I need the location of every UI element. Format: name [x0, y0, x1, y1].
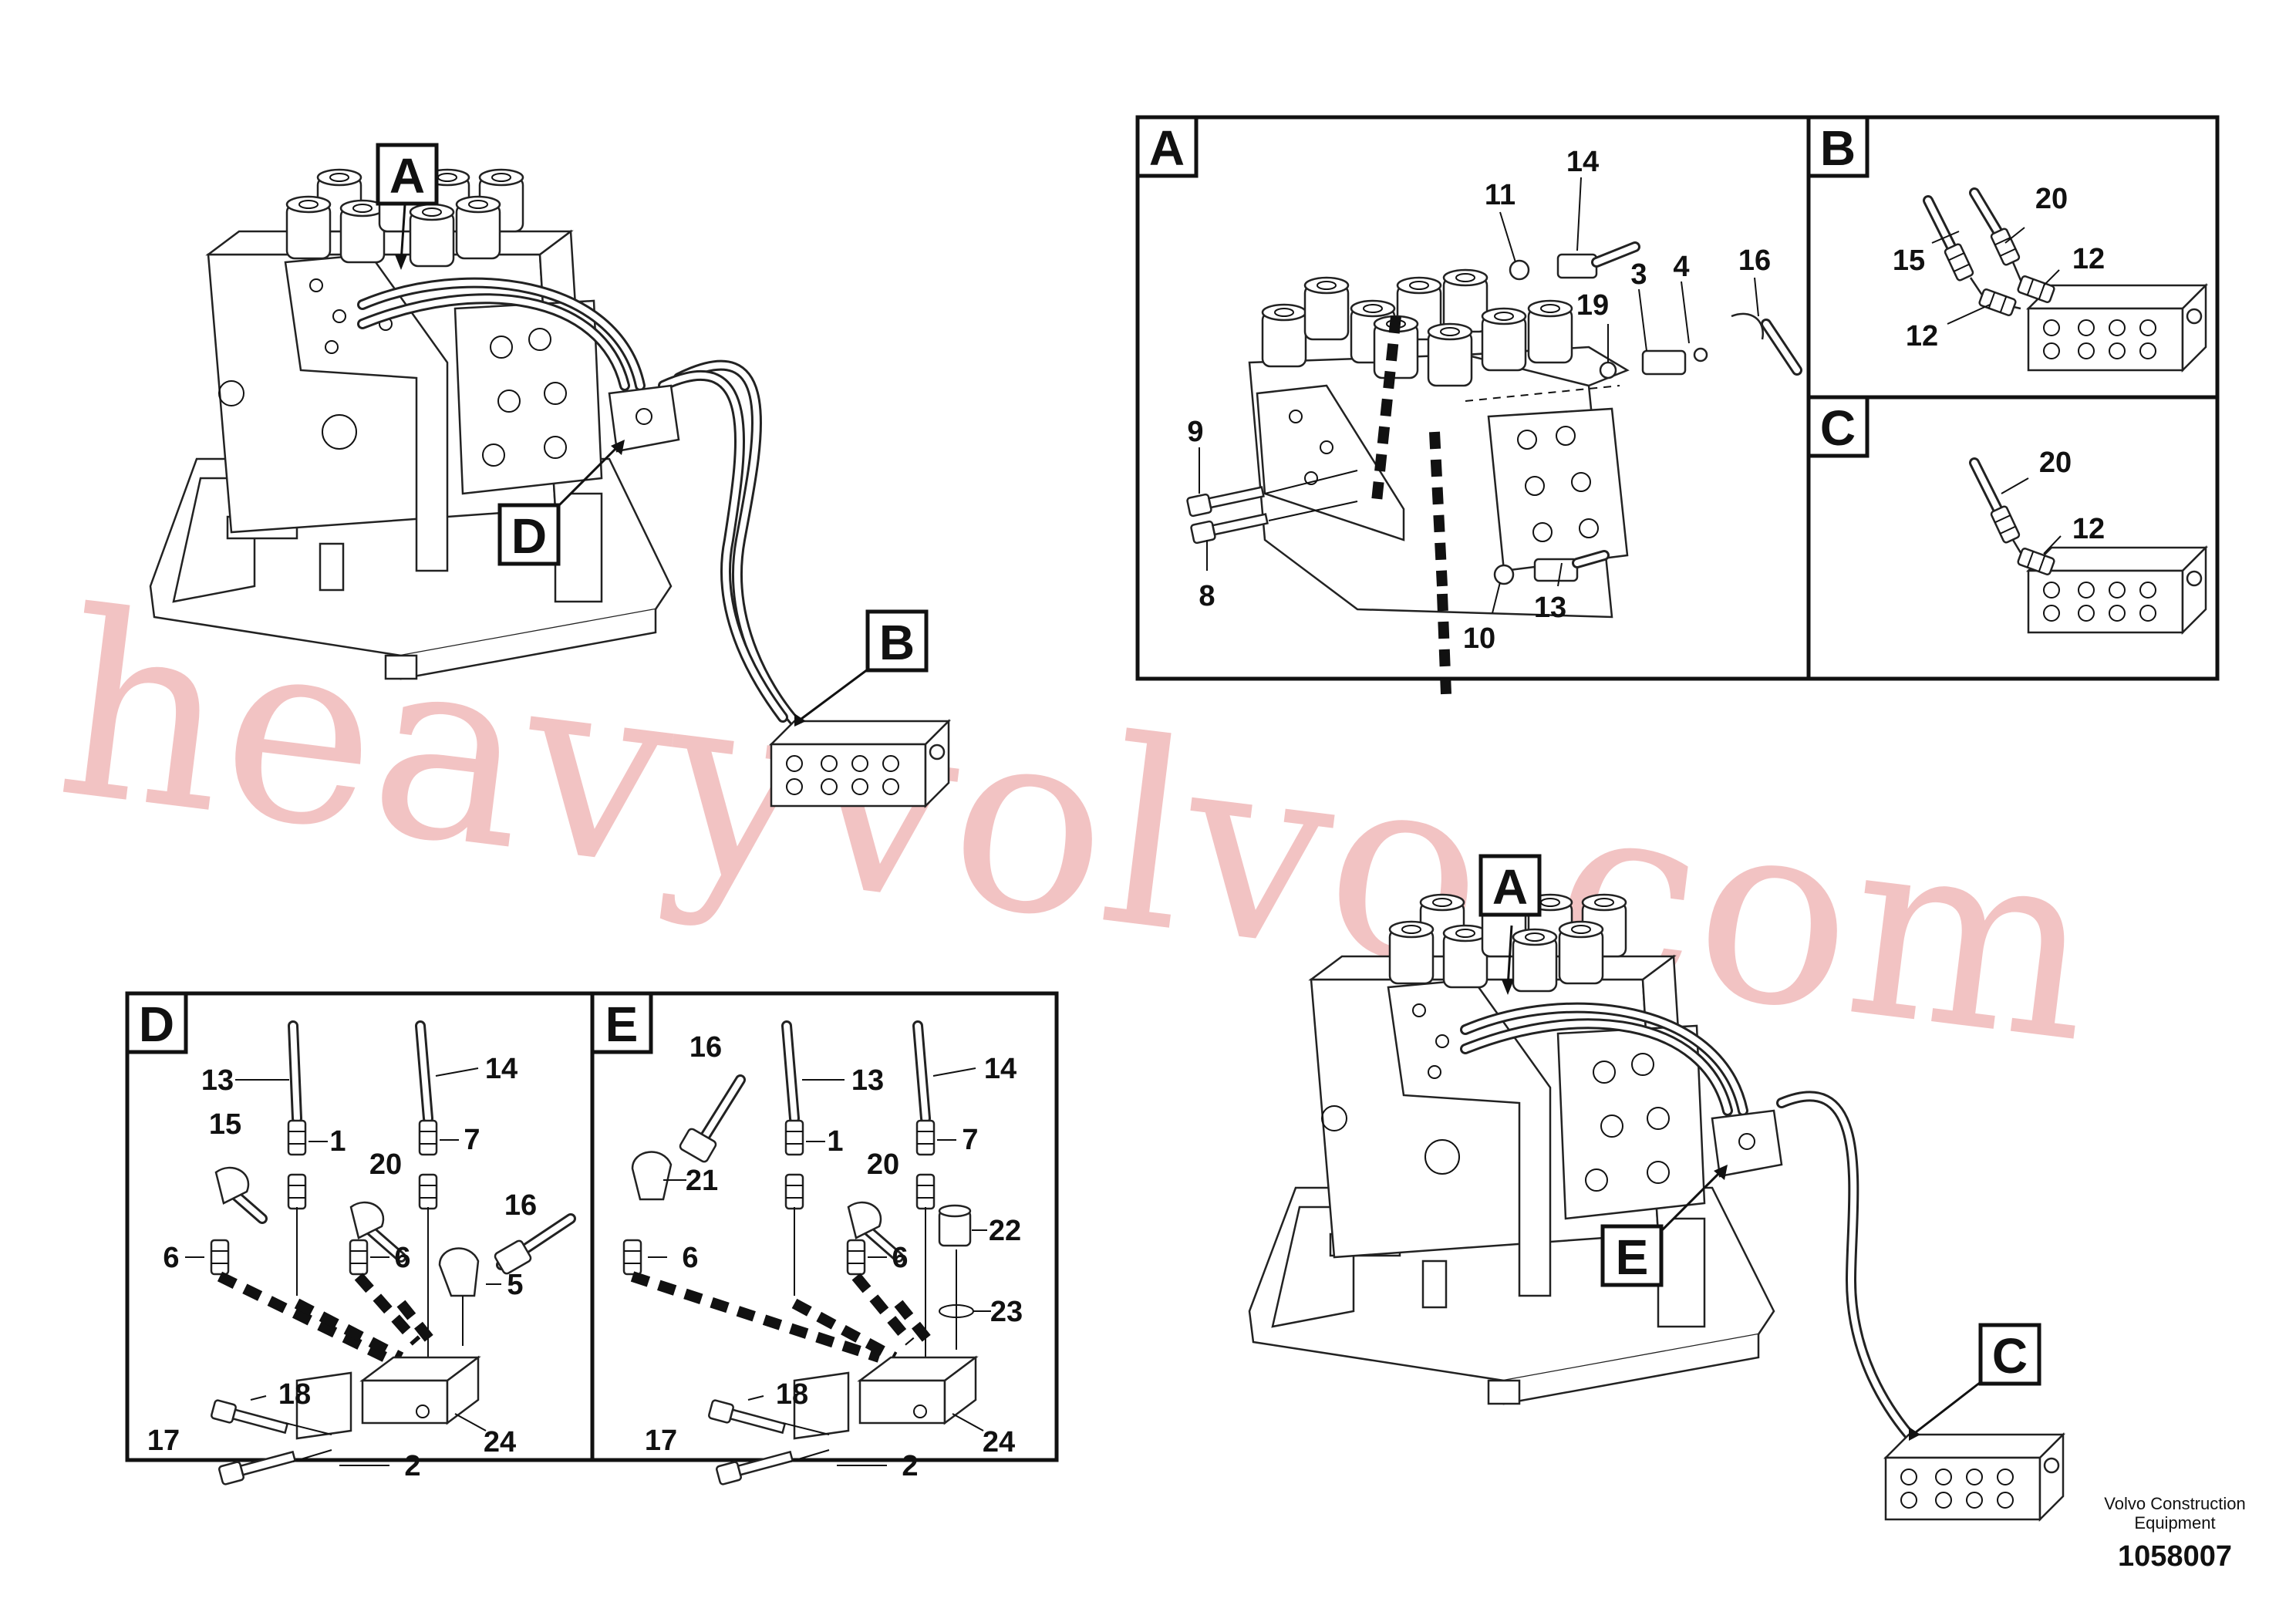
callout-c-2: C — [1992, 1328, 2028, 1384]
panel-d-part-14: 14 — [485, 1053, 518, 1085]
panel-e-part-1: 1 — [827, 1125, 843, 1158]
overview-assembly-2: A E C — [1248, 854, 2065, 1521]
panel-e-part-7: 7 — [962, 1124, 978, 1156]
callout-b-1: B — [879, 615, 915, 670]
panel-d-part-18: 18 — [278, 1378, 311, 1411]
panel-d-part-1: 1 — [329, 1125, 346, 1158]
panel-a-part-10: 10 — [1463, 622, 1495, 655]
panel-e-part-2: 2 — [902, 1450, 918, 1482]
footer-company-line2: Equipment — [2134, 1513, 2215, 1533]
overview-assembly-1: A D B — [149, 143, 950, 808]
panel-a-part-3: 3 — [1630, 258, 1647, 291]
detail-panel-b: B 15 20 12 12 — [1806, 115, 2207, 372]
panel-e-part-22: 22 — [989, 1215, 1021, 1247]
panel-d-part-13: 13 — [201, 1064, 234, 1097]
panel-b-tag: B — [1820, 120, 1856, 176]
panel-e-part-20: 20 — [867, 1148, 899, 1181]
panel-b-part-12-upper: 12 — [2072, 243, 2105, 275]
panel-d-part-6-left: 6 — [163, 1242, 179, 1274]
panel-e-part-21: 21 — [686, 1165, 718, 1197]
panel-e-part-6-right: 6 — [892, 1242, 908, 1274]
panel-d-part-16: 16 — [504, 1189, 537, 1222]
footer-company-line1: Volvo Construction — [2104, 1494, 2245, 1513]
panel-e-part-17: 17 — [645, 1425, 677, 1457]
panel-d-part-24: 24 — [484, 1426, 516, 1458]
panel-c-part-20: 20 — [2039, 447, 2072, 479]
panel-b-part-15: 15 — [1893, 244, 1925, 277]
panel-a-part-19: 19 — [1576, 289, 1609, 322]
panel-e-part-14: 14 — [984, 1053, 1017, 1085]
callout-d-1: D — [511, 508, 547, 564]
panel-d-part-15: 15 — [209, 1108, 241, 1141]
panel-d-tag: D — [139, 996, 174, 1052]
panel-a-part-13: 13 — [1534, 592, 1566, 624]
panel-c-tag: C — [1820, 400, 1856, 456]
panel-d-part-20: 20 — [369, 1148, 402, 1181]
panel-a-part-11: 11 — [1485, 179, 1515, 211]
callout-a-1: A — [389, 148, 425, 204]
detail-panel-c: C 20 12 — [1806, 395, 2207, 634]
callout-e-2: E — [1616, 1229, 1649, 1285]
panel-d-part-5: 5 — [507, 1269, 523, 1301]
panel-b-part-12-lower: 12 — [1906, 320, 1938, 352]
panel-e-tag: E — [605, 996, 639, 1052]
panel-b-part-20: 20 — [2035, 183, 2068, 215]
panel-d-part-7: 7 — [464, 1124, 480, 1156]
panel-c-part-12: 12 — [2072, 513, 2105, 545]
panel-e-part-13: 13 — [851, 1064, 884, 1097]
footer-drawing-number: 1058007 — [2118, 1540, 2232, 1573]
detail-panel-d: D — [125, 991, 576, 1486]
panel-e-part-24: 24 — [983, 1426, 1015, 1458]
panel-a-part-14: 14 — [1566, 146, 1599, 178]
panel-a-part-4: 4 — [1673, 251, 1689, 283]
panel-e-part-6-left: 6 — [682, 1242, 698, 1274]
panel-a-tag: A — [1149, 120, 1185, 176]
callout-a-2: A — [1492, 859, 1528, 915]
panel-d-part-2: 2 — [404, 1450, 420, 1482]
panel-d-part-6-right: 6 — [394, 1242, 410, 1274]
panel-e-part-18: 18 — [776, 1378, 808, 1411]
panel-a-part-9: 9 — [1187, 416, 1203, 448]
panel-a-part-16: 16 — [1738, 244, 1771, 277]
panel-d-part-17: 17 — [147, 1425, 180, 1457]
detail-panel-e: E — [590, 991, 1023, 1486]
detail-panel-a: A — [1135, 115, 1802, 695]
panel-e-part-16: 16 — [689, 1031, 722, 1064]
panel-a-part-8: 8 — [1199, 580, 1215, 612]
panel-e-part-23: 23 — [990, 1296, 1023, 1328]
